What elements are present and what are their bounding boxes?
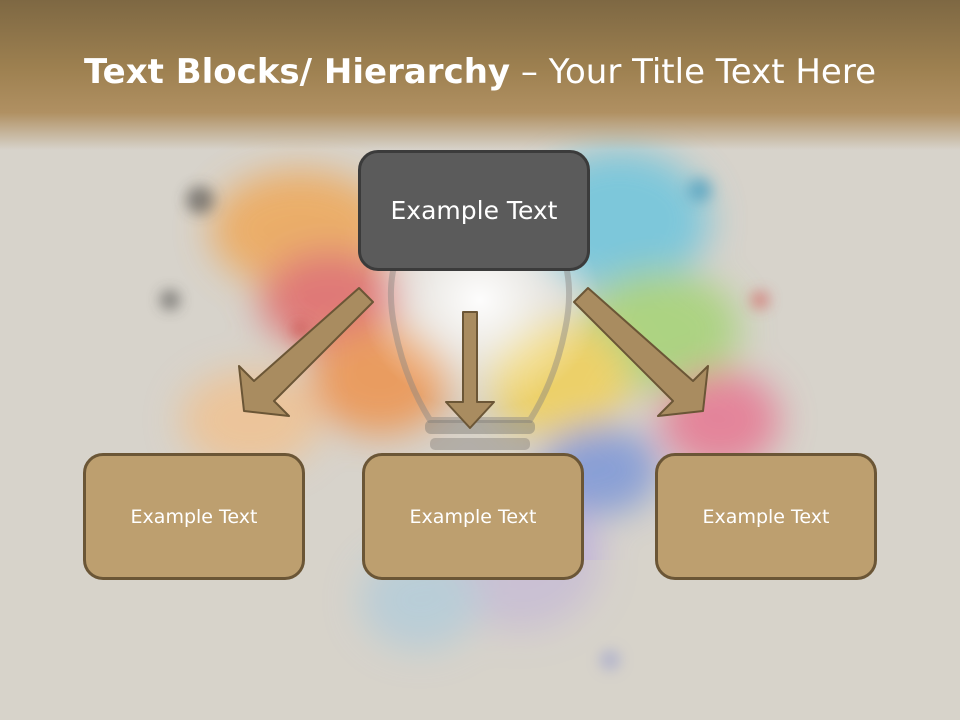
title-band	[0, 0, 960, 150]
arrow-left-icon	[238, 287, 374, 417]
top-level-label: Example Text	[390, 196, 558, 225]
title-light-part: Your Title Text Here	[548, 52, 877, 92]
child-box-label: Example Text	[409, 505, 537, 528]
child-box-label: Example Text	[702, 505, 830, 528]
arrow-right-icon	[573, 287, 709, 417]
title-bold-part: Text Blocks/ Hierarchy	[83, 52, 511, 92]
child-box-right[interactable]: Example Text	[655, 453, 877, 580]
arrow-down-icon	[445, 311, 495, 429]
slide-title: Text Blocks/ Hierarchy – Your Title Text…	[0, 52, 960, 92]
child-box-label: Example Text	[130, 505, 258, 528]
child-box-center[interactable]: Example Text	[362, 453, 584, 580]
top-level-box[interactable]: Example Text	[358, 150, 590, 271]
title-separator: –	[510, 52, 549, 92]
child-box-left[interactable]: Example Text	[83, 453, 305, 580]
